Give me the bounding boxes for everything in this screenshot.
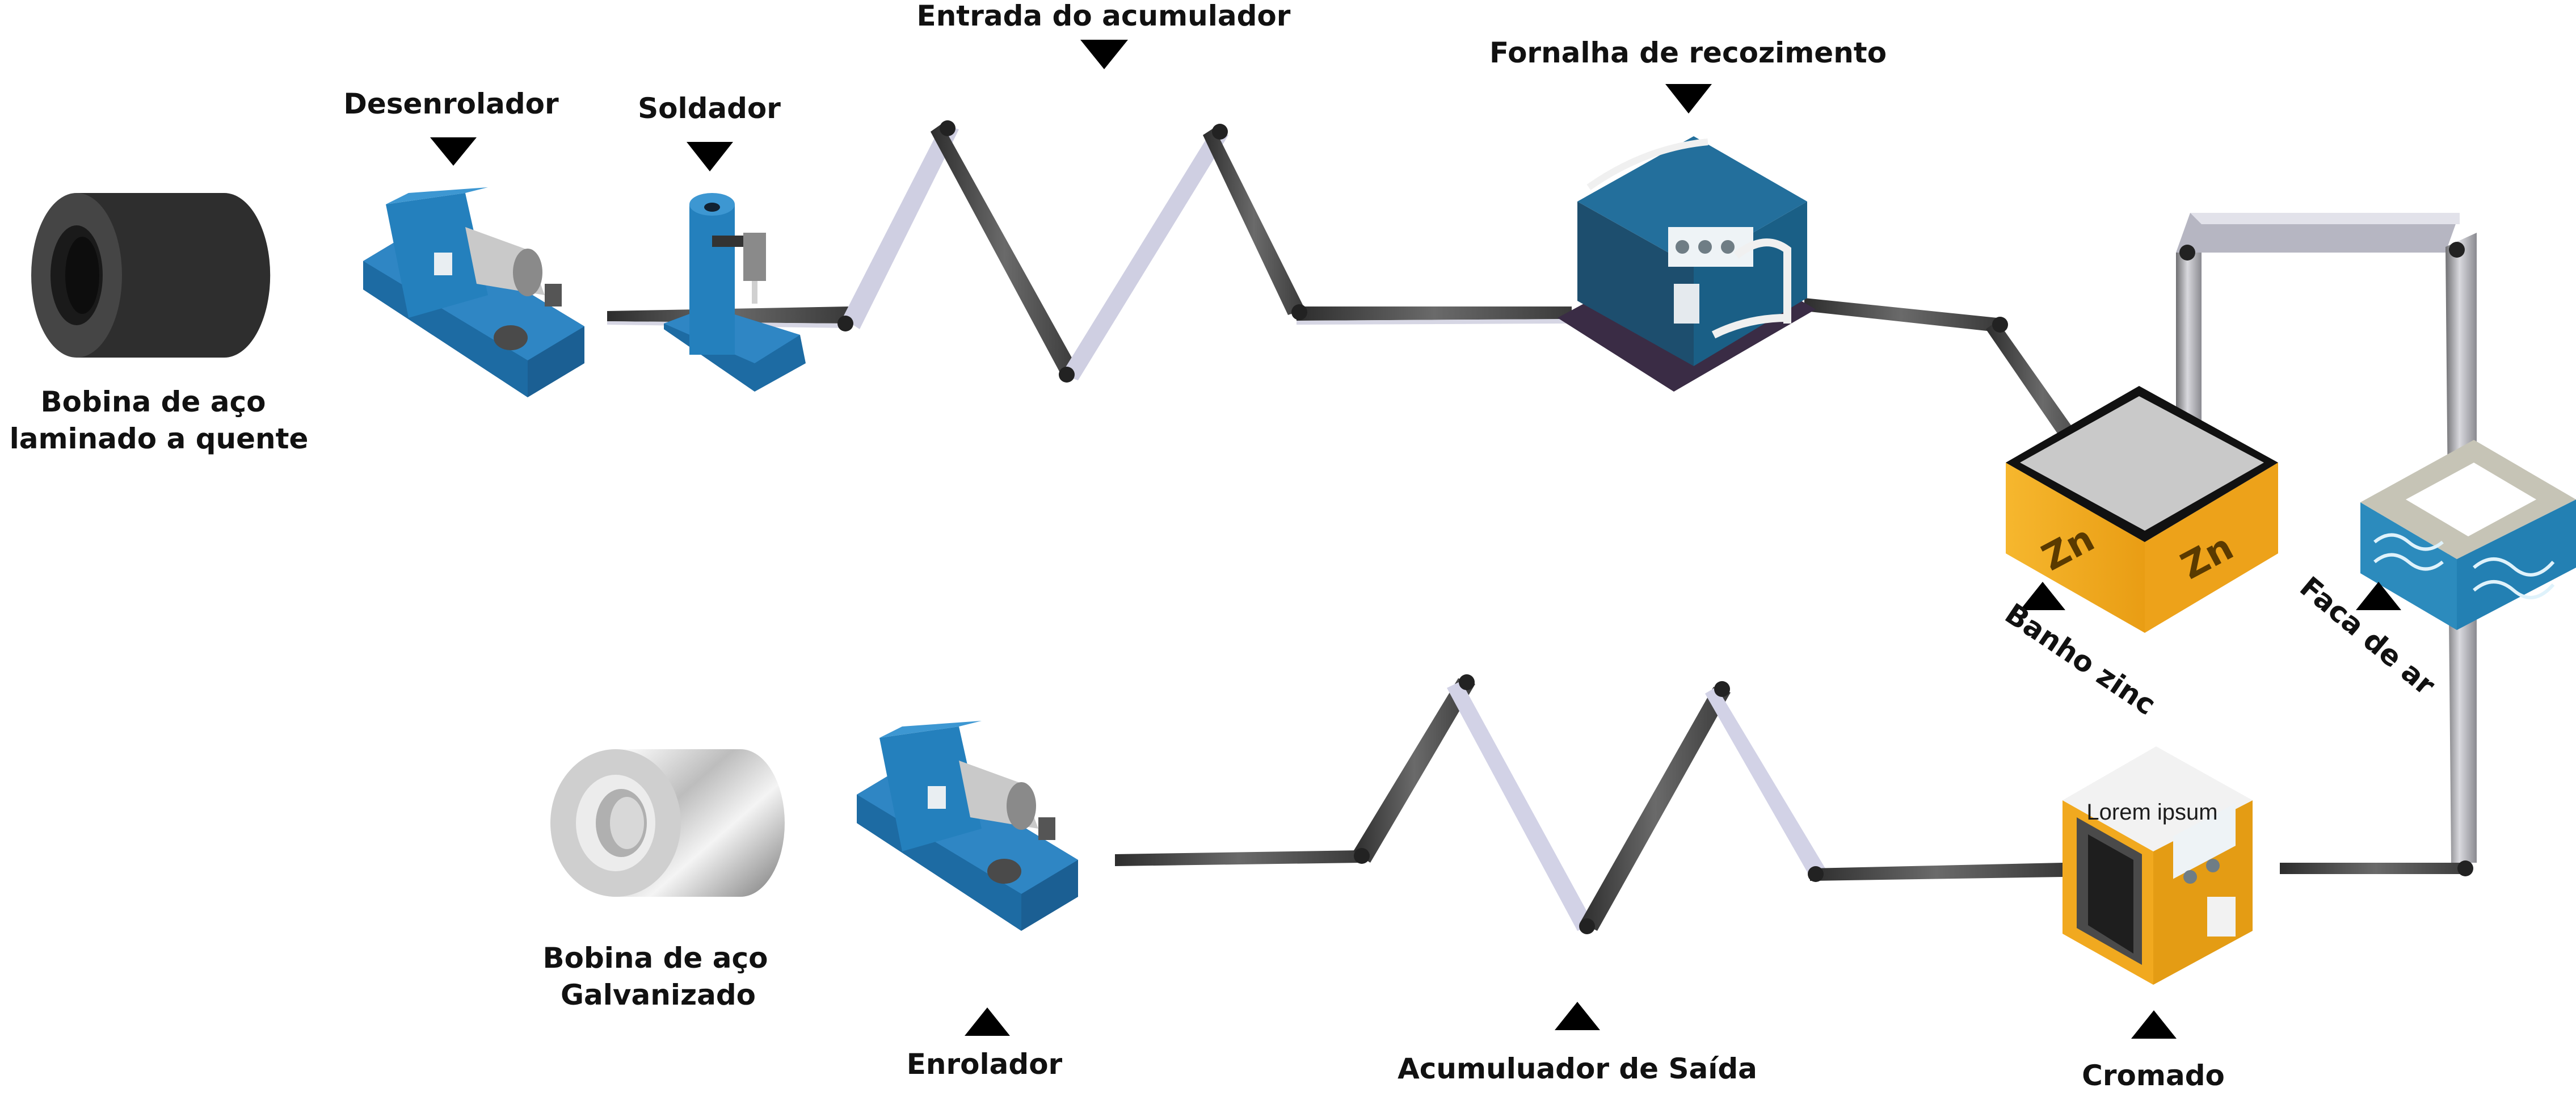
chromating-marker-icon — [2131, 1010, 2177, 1039]
galvanized-coil — [550, 749, 785, 897]
hot-rolled-coil-label-line2: laminado a quente — [10, 422, 309, 455]
welder-machine — [664, 193, 806, 392]
exit-accumulator-label: Acumuluador de Saída — [1398, 1052, 1757, 1085]
bottom-strip — [1115, 674, 2063, 934]
chromating-box-text: Lorem ipsum — [2086, 800, 2217, 825]
recoiler-marker-icon — [965, 1007, 1010, 1036]
accumulator-entry-marker-icon — [1080, 40, 1128, 69]
hot-rolled-coil — [31, 193, 271, 358]
hot-rolled-coil-label-line1: Bobina de aço — [41, 385, 266, 418]
zinc-bath — [2006, 386, 2278, 633]
annealing-furnace-marker-icon — [1665, 84, 1712, 114]
galvanized-coil-label-line2: Galvanizado — [561, 979, 756, 1011]
zinc-bath-marker-icon — [2020, 582, 2065, 610]
recoiler-label: Enrolador — [907, 1048, 1063, 1081]
recoiler-machine — [857, 721, 1078, 931]
chromating-label: Cromado — [2082, 1059, 2225, 1092]
top-strip — [607, 120, 2477, 876]
air-knife-marker-icon — [2356, 582, 2401, 610]
annealing-furnace-label: Fornalha de recozimento — [1489, 36, 1887, 69]
galvanized-coil-label-line1: Bobina de aço — [543, 942, 768, 975]
uncoiler-marker-icon — [430, 137, 477, 166]
exit-accumulator-marker-icon — [1555, 1002, 1600, 1030]
chromating-unit — [2063, 746, 2253, 985]
annealing-furnace — [1558, 136, 1816, 392]
welder-marker-icon — [687, 142, 733, 171]
accumulator-entry-label: Entrada do acumulador — [917, 0, 1291, 32]
welder-label: Soldador — [638, 92, 781, 125]
uncoiler-label: Desenrolador — [343, 87, 559, 120]
air-knife — [2360, 440, 2576, 630]
uncoiler-machine — [363, 187, 584, 397]
